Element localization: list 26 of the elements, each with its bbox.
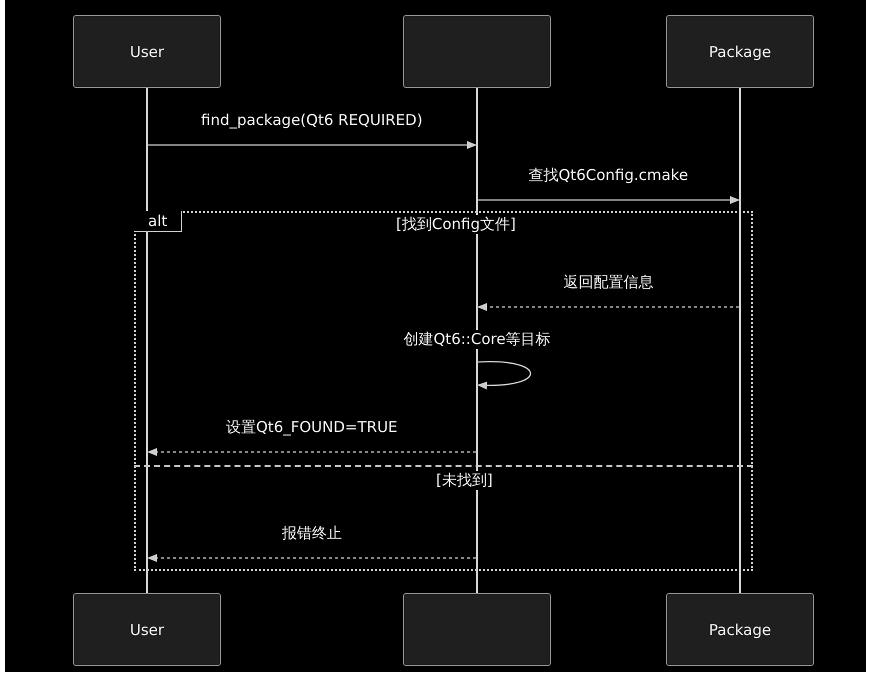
message-arrow xyxy=(148,141,477,149)
participant-box xyxy=(73,15,221,88)
participant-box xyxy=(666,15,814,88)
participant-box xyxy=(403,593,551,666)
message-label: 查找Qt6Config.cmake xyxy=(526,166,690,185)
participant-name: User xyxy=(130,620,164,638)
message-label: 报错终止 xyxy=(280,524,344,543)
lifeline xyxy=(146,88,148,593)
message-arrow xyxy=(478,196,740,204)
message-arrow xyxy=(147,554,476,562)
participant-box xyxy=(666,593,814,666)
message-label: 设置Qt6_FOUND=TRUE xyxy=(224,418,400,437)
participant-box xyxy=(403,15,551,88)
fragment-tag: alt xyxy=(134,211,182,232)
message-arrow xyxy=(147,448,476,456)
message-label: 创建Qt6::Core等目标 xyxy=(402,330,553,349)
message-label: 返回配置信息 xyxy=(562,273,656,292)
participant-name: Package xyxy=(708,42,772,60)
participant-name: Package xyxy=(708,620,772,638)
message-arrow xyxy=(477,303,739,311)
lifeline xyxy=(739,88,741,593)
participant-box xyxy=(73,593,221,666)
message-arrow xyxy=(477,361,532,390)
guard-condition: [找到Config文件] xyxy=(394,215,518,234)
lifeline xyxy=(476,88,478,593)
participant-name: User xyxy=(130,42,164,60)
